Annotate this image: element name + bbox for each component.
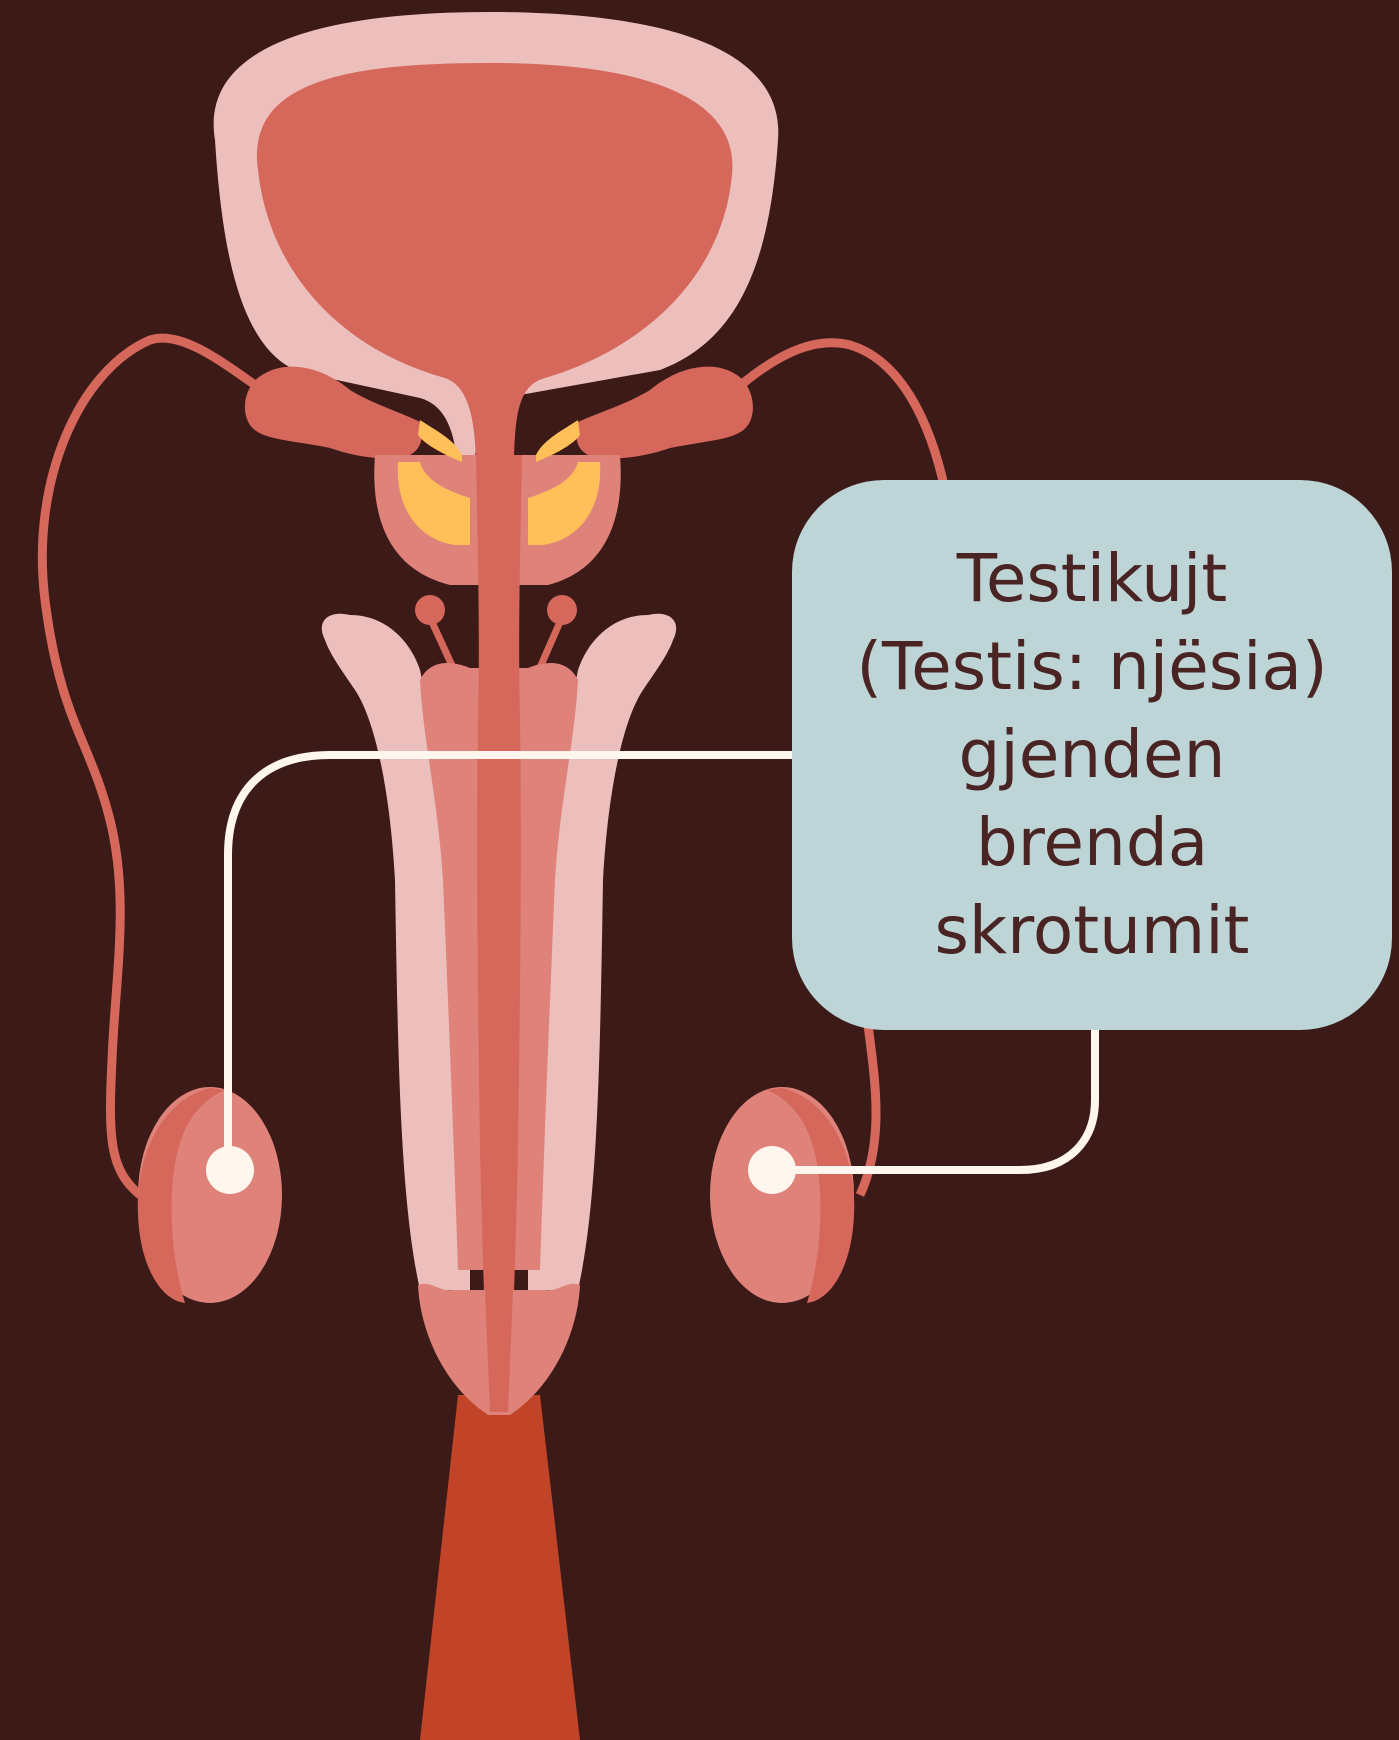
leg-wedge (420, 1395, 580, 1740)
callout-text: Testikujt (Testis: njësia) gjenden brend… (856, 535, 1327, 975)
marker-dot-left (206, 1146, 254, 1194)
vas-deferens-right (735, 343, 945, 490)
testis-left (138, 1087, 282, 1303)
bulbourethral-gland-right (547, 595, 577, 625)
callout-box: Testikujt (Testis: njësia) gjenden brend… (792, 480, 1392, 1030)
testis-right (710, 1087, 854, 1303)
seminal-vesicle-right (576, 367, 753, 459)
marker-dot-right (748, 1146, 796, 1194)
bulbourethral-gland-left (415, 595, 445, 625)
